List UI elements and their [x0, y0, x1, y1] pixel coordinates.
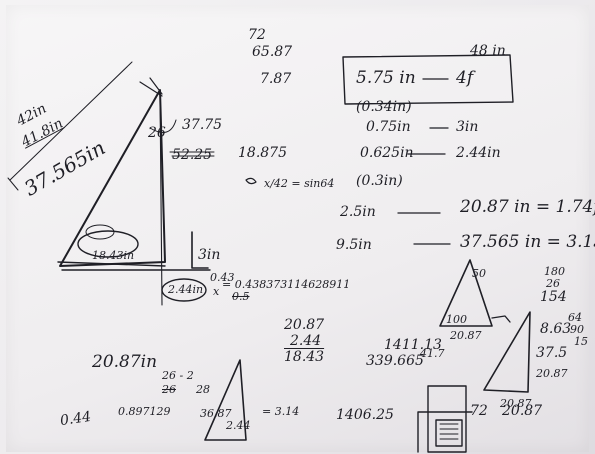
tri2-side: 8.63 [540, 321, 572, 337]
rc-154: 154 [540, 289, 567, 305]
rc-180: 180 [544, 265, 565, 278]
ratio-6-right: 37.565 in = 3.13f [460, 232, 595, 252]
angle-26: 26 [148, 125, 166, 141]
triangle-2 [483, 311, 531, 393]
box-top: 48 in [470, 43, 506, 59]
triangle-3 [204, 359, 247, 441]
rc-15: 15 [574, 335, 588, 348]
rc-64: 64 [568, 311, 582, 324]
note-65-87: 65.87 [252, 44, 293, 60]
small-vertical [191, 231, 209, 269]
calc-26-2: 26 - 2 [162, 369, 194, 382]
note-20-87in: 20.87in [92, 352, 158, 372]
tri2-ang: 37.5 [536, 345, 568, 361]
note-1406-25: 1406.25 [336, 407, 394, 423]
ratio-5-left: 2.5in [340, 204, 376, 220]
circle-label: 18.43in [92, 249, 135, 262]
box-right: 4f [456, 68, 474, 88]
note-0-897129: 0.897129 [118, 405, 171, 418]
note-0-44: 0.44 [59, 408, 93, 430]
ratio-6-left: 9.5in [336, 237, 372, 253]
angle-52-25: 52.25 [172, 147, 213, 163]
ratio-2-left: 0.75in [366, 119, 411, 135]
angle-37-75: 37.75 [182, 117, 223, 133]
tri1-top: 50 [472, 267, 486, 280]
rc-26: 26 [546, 277, 560, 290]
tri1-base: 20.87 [450, 329, 482, 342]
tri2-base: 20.87 [500, 397, 532, 410]
circle-2-44 [161, 278, 207, 302]
note-7-87: 7.87 [260, 71, 292, 87]
ratio-5-right: 20.87 in = 1.74f [460, 197, 595, 217]
triangle-1 [439, 259, 493, 327]
ratio-1-left: (0.34in) [356, 99, 412, 115]
note-41-7: 41.7 [420, 347, 445, 360]
rc-90: 90 [570, 323, 584, 336]
tri2-val: 20.87 [536, 367, 568, 380]
note-0-43: 0.43 [210, 271, 235, 284]
sum-20-87: 20.87 [284, 317, 325, 333]
ratio-box [342, 54, 514, 105]
note-3in: 3in [198, 247, 221, 263]
calc-2-44: 2.44 [226, 419, 251, 432]
circle-18-43 [77, 230, 139, 258]
ratio-3-left: 0.625in [360, 145, 414, 161]
box-left: 5.75 in [356, 68, 416, 88]
calc-28: 28 [196, 383, 210, 396]
note-sin64: x/42 = sin64 [264, 177, 335, 190]
sum-2-44: 2.44 [290, 333, 322, 349]
note-0-5: 0.5 [232, 290, 250, 303]
triangle-base [57, 261, 211, 271]
tri1-bl: 100 [446, 313, 467, 326]
note-x: x [213, 285, 220, 298]
ratio-3-right: 2.44in [456, 145, 501, 161]
device-sketch [417, 385, 473, 453]
note-2-44in: 2.44in [168, 283, 204, 296]
calc-3-14: = 3.14 [262, 405, 300, 418]
tri3-label: 72 [470, 403, 488, 419]
ratio-2-right: 3in [456, 119, 479, 135]
calc-36-87: 36.87 [200, 407, 232, 420]
note-18-875: 18.875 [238, 145, 287, 161]
tri3-base: 20.87 [502, 403, 543, 419]
dimension-line [7, 61, 133, 191]
ratio-4-left: (0.3in) [356, 173, 403, 189]
sum-18-43: 18.43 [284, 349, 325, 365]
calc-26: 26 [162, 383, 176, 396]
note-72: 72 [248, 27, 266, 43]
note-1411-13: 1411.13 [384, 337, 442, 353]
note-339-665: 339.665 [366, 353, 424, 369]
note-result: = 0.438373114628911 [222, 278, 351, 291]
